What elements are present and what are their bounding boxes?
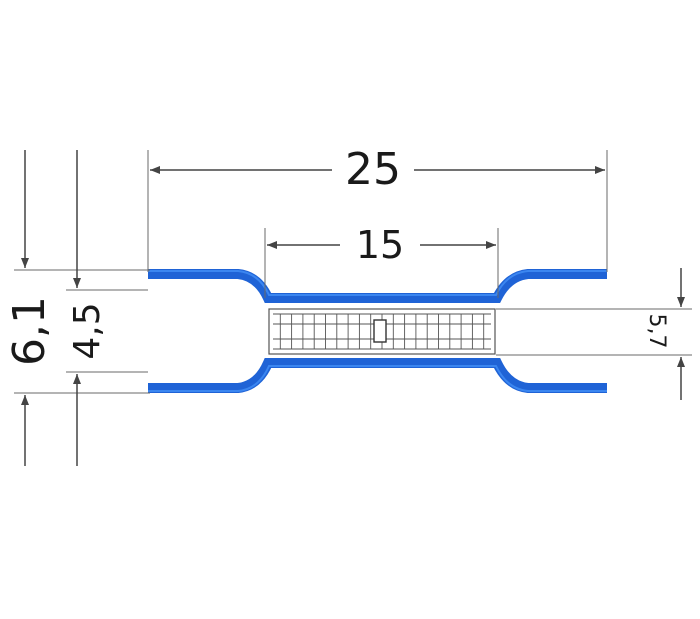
inner-diameter-dimension: 4,5 <box>66 150 148 466</box>
overall-length-label: 25 <box>345 144 401 195</box>
connector-insulation <box>148 269 607 393</box>
barrel-length-dimension: 15 <box>264 223 499 298</box>
metal-barrel <box>268 308 496 355</box>
insulation-top-edge <box>148 269 607 303</box>
barrel-diameter-dimension: 5,7 <box>496 268 692 400</box>
overall-length-dimension: 25 <box>147 144 608 272</box>
insulation-top-highlight <box>148 270 607 296</box>
outer-diameter-dimension: 6,1 <box>4 150 150 466</box>
inner-diameter-label: 4,5 <box>67 302 108 359</box>
barrel-length-label: 15 <box>356 223 404 267</box>
barrel-diameter-label: 5,7 <box>644 314 669 349</box>
insulation-bottom-edge <box>148 358 607 393</box>
insulation-bottom-highlight <box>148 365 607 392</box>
barrel-center-stop <box>373 319 387 343</box>
outer-diameter-label: 6,1 <box>4 296 55 366</box>
